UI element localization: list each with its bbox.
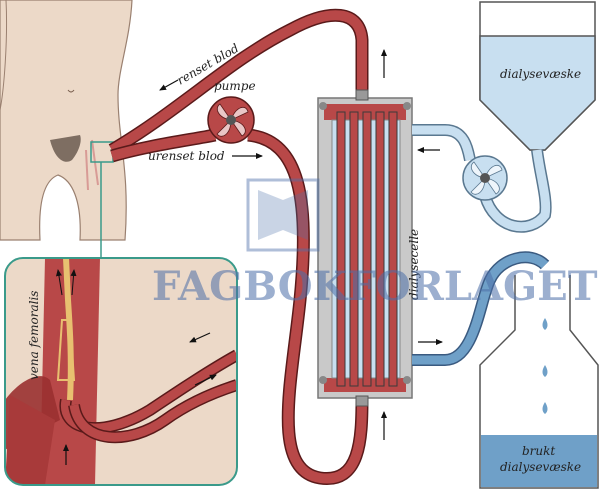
- blood-line-return: [108, 8, 369, 156]
- navel-icon: [67, 89, 75, 93]
- used-dialysate-tank: brukt dialysevæske: [479, 275, 599, 489]
- pubic-hair: [50, 135, 81, 162]
- label-dialysecelle: dialysecelle: [407, 229, 421, 300]
- dialyser-fibers: [336, 111, 398, 387]
- drop-icon: [542, 365, 548, 377]
- book-logo-icon: [246, 178, 320, 252]
- publisher-watermark: FAGBOKFORLAGET: [152, 178, 598, 310]
- drop-icon: [542, 318, 548, 330]
- label-pumpe: pumpe: [214, 79, 256, 93]
- dialysate-line-used: [412, 251, 550, 366]
- fresh-dialysate-tank: dialysevæske: [479, 1, 596, 151]
- watermark-text: FAGBOKFORLAGET: [152, 263, 598, 310]
- callout-inset: vena femoralis: [4, 257, 238, 486]
- blood-pump: pumpe: [207, 79, 256, 144]
- label-brukt-line2: dialysevæske: [500, 460, 581, 474]
- dialyser: dialysecelle: [317, 89, 421, 407]
- label-dialysevaeske: dialysevæske: [500, 67, 581, 81]
- arrow-renset-blod: [159, 79, 179, 91]
- patient-torso: [0, 0, 133, 258]
- blood-line-to-dialyser: [247, 128, 369, 485]
- blood-line-to-pump: [110, 128, 217, 163]
- label-vena-femoralis: vena femoralis: [27, 291, 41, 380]
- dialysate-line-fresh: [412, 124, 552, 233]
- drop-icon: [542, 402, 548, 414]
- impeller-icon: [216, 103, 249, 137]
- label-brukt-line1: brukt: [522, 444, 555, 458]
- dialysate-pump: [462, 155, 508, 201]
- impeller-icon-dialysate: [470, 161, 503, 195]
- label-urenset-blod: urenset blod: [148, 149, 225, 163]
